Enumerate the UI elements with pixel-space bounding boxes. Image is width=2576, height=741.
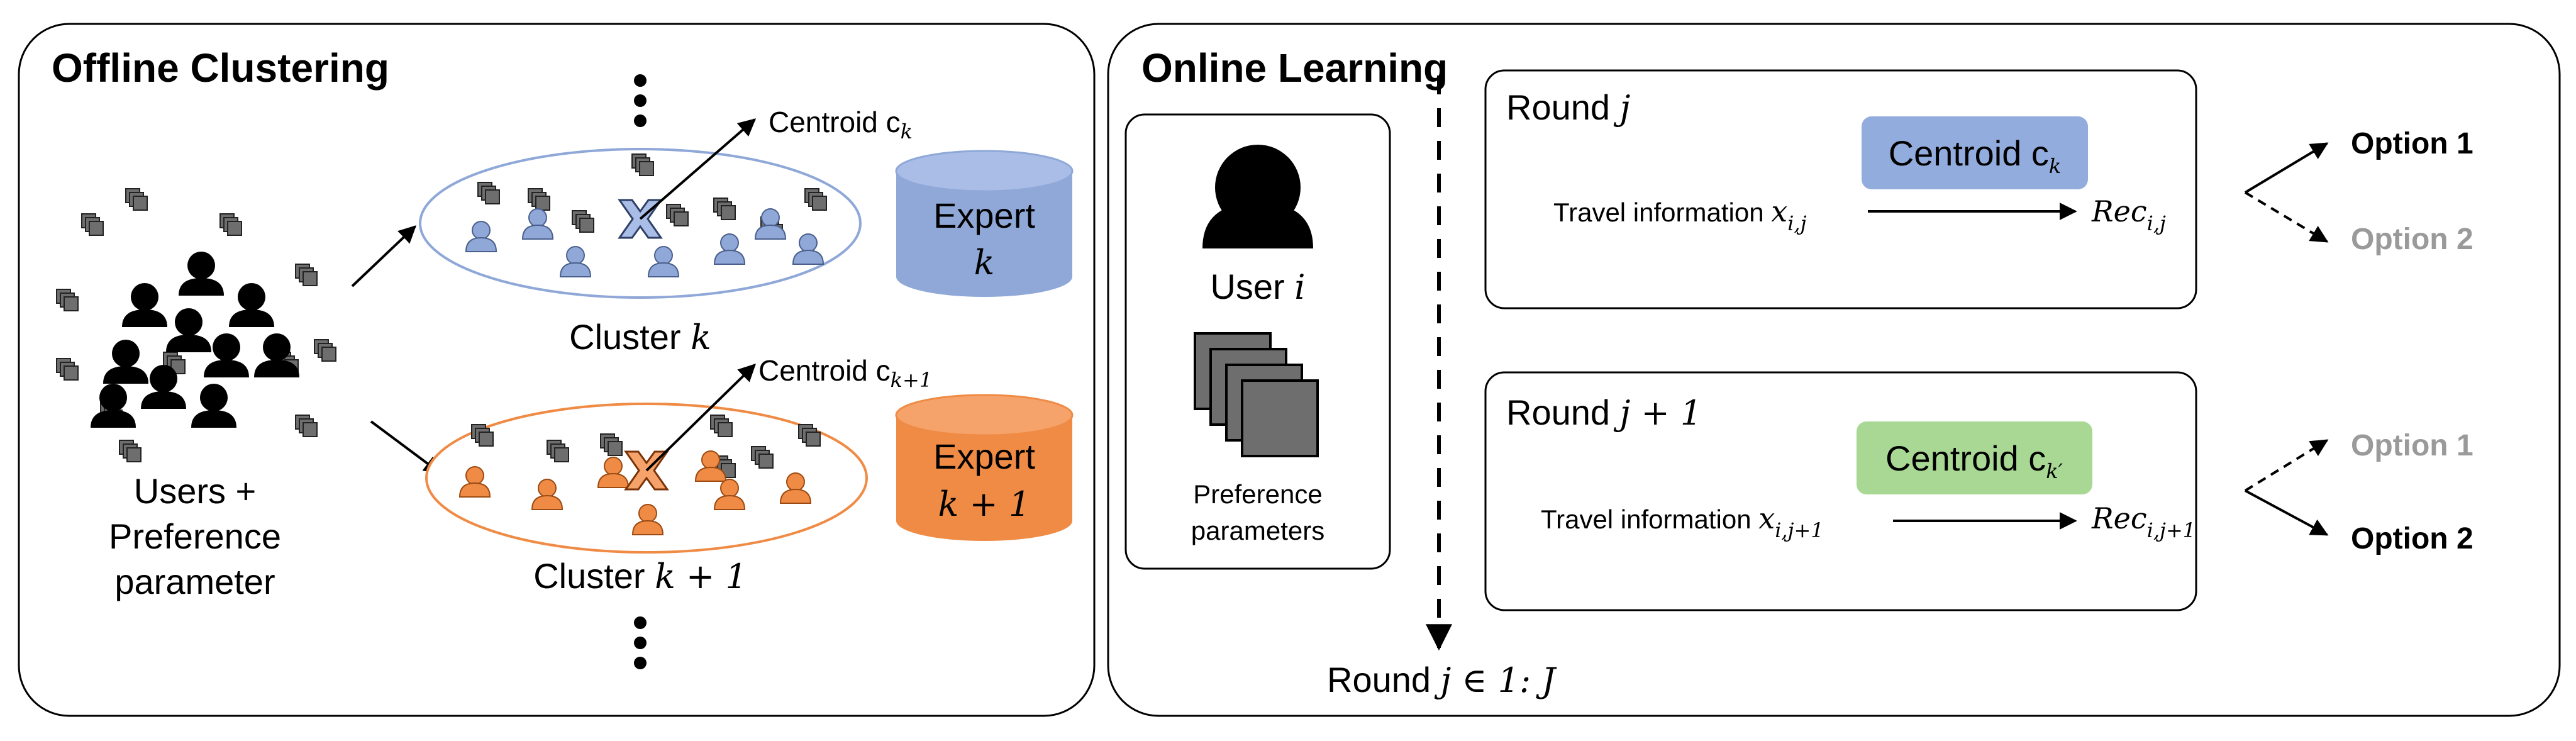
round-j1-centroid-box [1857,421,2092,494]
round-j-to-option1 [2244,142,2329,194]
round-j-centroid-label: Centroid ck [1889,133,2062,178]
round-j1-to-option2 [2245,489,2329,536]
centroid-k1-label: Centroid ck+1 [758,354,932,392]
round-j-travel-info: Travel information xi,j [1553,194,1807,235]
round-j1-option-2: Option 2 [2351,522,2473,555]
offline-title: Offline Clustering [52,45,389,91]
arrow-to-cluster-k [351,225,417,287]
round-j1-rec: Reci,j+1 [2091,501,2196,542]
cluster-k-label: Cluster k [569,317,711,357]
preference-stack-icon [1194,332,1319,457]
centroid-k-pointer [639,118,757,220]
centroid-k1-pointer [645,364,757,472]
expert-k1-title: Expert [933,437,1035,476]
expert-k-title: Expert [933,196,1035,235]
online-title: Online Learning [1141,45,1448,91]
cluster-k1-label: Cluster k + 1 [533,556,747,596]
round-axis-label: Round j ∈ 1: J [1327,660,1557,700]
expert-k-index: k [974,243,995,282]
round-j1-to-option1 [2244,439,2329,492]
round-j-centroid-box [1862,116,2088,189]
expert-k1-cylinder [895,394,1074,541]
pref-label-1: Preference [1193,479,1322,509]
users-label-1: Users + [134,471,257,511]
round-j-title: Round j [1506,87,1630,128]
round-j-option-2: Option 2 [2351,223,2473,256]
ellipsis-dots-top [634,74,647,127]
round-j1-option-1: Option 1 [2351,429,2473,462]
round-j-option-1: Option 1 [2351,127,2473,160]
users-label-2: Preference [109,516,281,556]
centroid-k-label: Centroid ck [769,106,913,143]
user-label: User i [1210,267,1305,307]
round-j1-travel-info: Travel information xi,j+1 [1541,501,1824,542]
round-j-rec: Reci,j [2091,194,2166,235]
round-j1-title: Round j + 1 [1506,393,1702,433]
expert-k-cylinder [895,150,1074,297]
round-j1-centroid-label: Centroid ck′ [1885,438,2063,483]
expert-k1-index: k + 1 [938,484,1031,524]
users-label-3: parameter [114,562,275,601]
round-j-to-option2 [2244,191,2329,243]
ellipsis-dots-bottom [634,616,647,669]
pref-label-2: parameters [1191,516,1324,545]
user-icon [1202,145,1313,248]
